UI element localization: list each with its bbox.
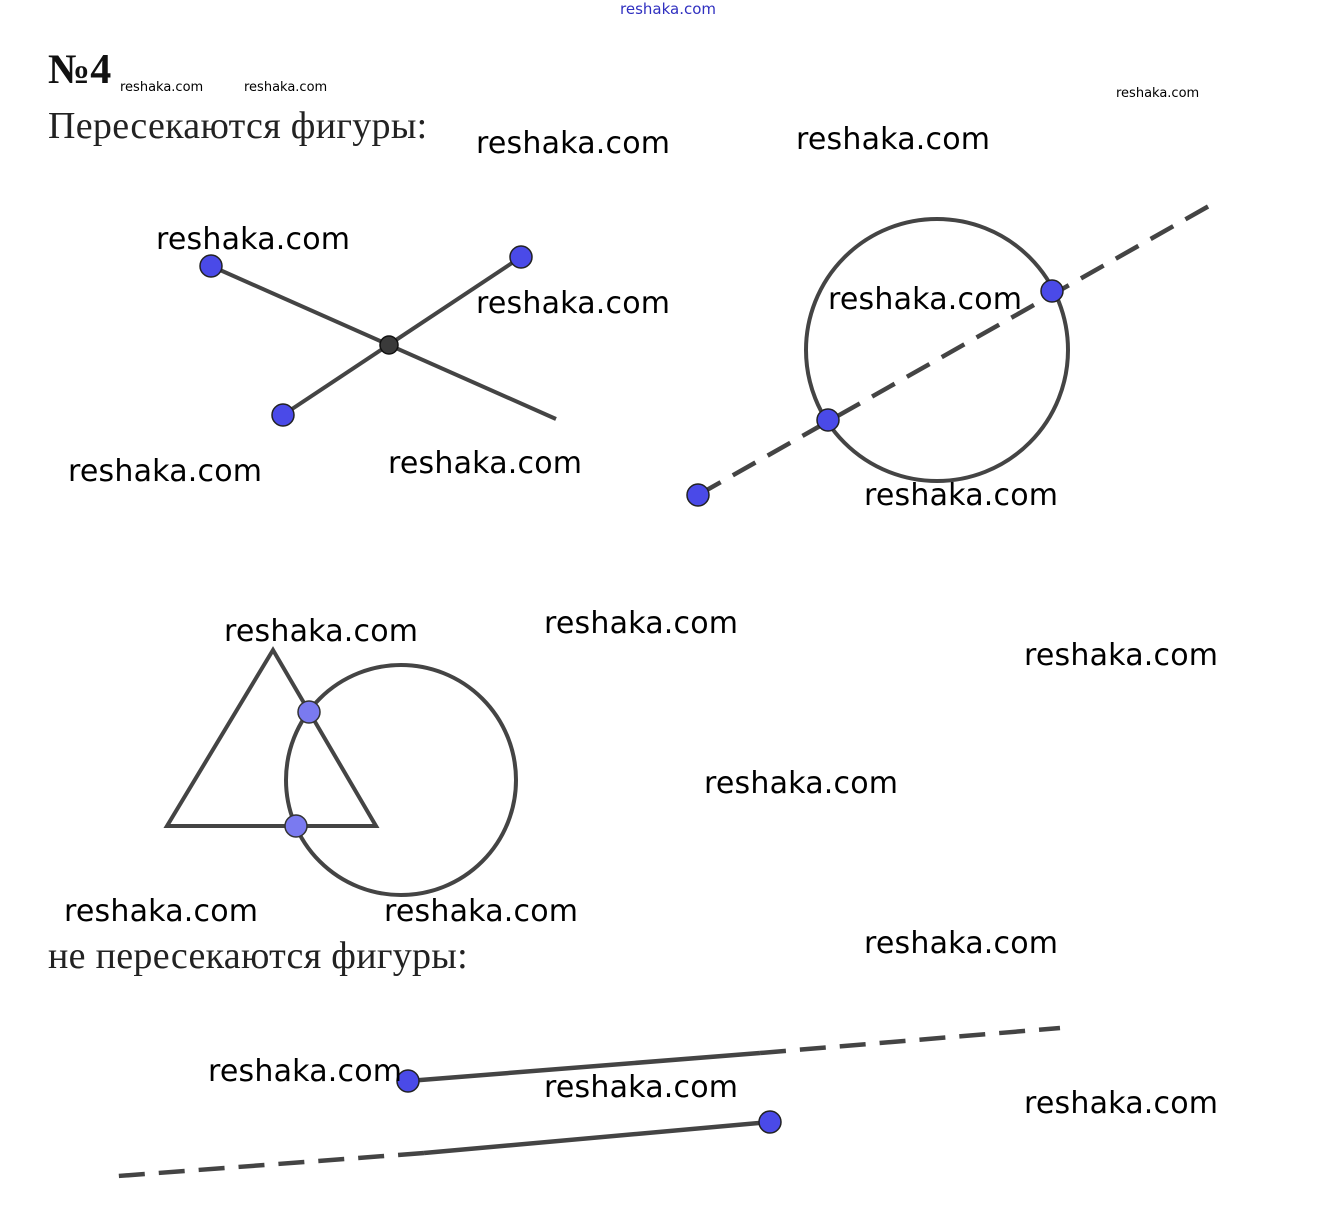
crossing-segments-figure <box>199 245 557 427</box>
watermark: reshaka.com <box>704 766 899 801</box>
ray-origin-point <box>758 1110 782 1134</box>
ray-origin-point <box>396 1069 420 1093</box>
site-link[interactable]: reshaka.com <box>620 0 716 18</box>
watermark: reshaka.com <box>156 222 351 257</box>
watermark: reshaka.com <box>1116 86 1200 101</box>
non-intersecting-heading: не пересекаются фигуры: <box>48 935 469 977</box>
watermark: reshaka.com <box>1024 1086 1219 1121</box>
watermark: reshaka.com <box>476 126 671 161</box>
ray-upper-solid <box>407 1050 761 1084</box>
intersection-point <box>816 408 840 432</box>
watermark: reshaka.com <box>796 122 991 157</box>
ray <box>696 200 1218 497</box>
endpoint <box>509 245 533 269</box>
circle-ray-figure <box>686 200 1218 507</box>
endpoint <box>271 403 295 427</box>
intersection-point <box>1040 279 1064 303</box>
segment-2 <box>281 255 523 417</box>
watermark: reshaka.com <box>864 478 1059 513</box>
non-intersecting-rays-figure <box>117 1025 1061 1179</box>
intersection-point <box>379 335 399 355</box>
intersection-point <box>284 814 308 838</box>
watermark: reshaka.com <box>544 606 739 641</box>
ray-origin-point <box>686 483 710 507</box>
watermark: reshaka.com <box>828 282 1023 317</box>
endpoint <box>199 254 223 278</box>
task-number: №4 <box>48 47 112 93</box>
watermark: reshaka.com <box>384 894 579 929</box>
intersection-point <box>297 700 321 724</box>
watermark: reshaka.com <box>244 80 328 95</box>
watermark: reshaka.com <box>208 1054 403 1089</box>
ray-lower-dashed <box>117 1150 425 1179</box>
circle <box>284 663 518 897</box>
triangle <box>163 646 380 828</box>
watermark: reshaka.com <box>224 614 419 649</box>
circle <box>804 217 1070 483</box>
watermark: reshaka.com <box>476 286 671 321</box>
watermark: reshaka.com <box>388 446 583 481</box>
intersecting-heading: Пересекаются фигуры: <box>48 105 428 147</box>
ray-upper-dashed <box>759 1025 1061 1056</box>
ray-lower-solid <box>423 1119 771 1156</box>
watermark: reshaka.com <box>64 894 259 929</box>
watermark: reshaka.com <box>68 454 263 489</box>
watermark: reshaka.com <box>120 80 204 95</box>
watermark: reshaka.com <box>544 1070 739 1105</box>
watermark: reshaka.com <box>1024 638 1219 673</box>
triangle-circle-figure <box>163 646 518 897</box>
watermark: reshaka.com <box>864 926 1059 961</box>
